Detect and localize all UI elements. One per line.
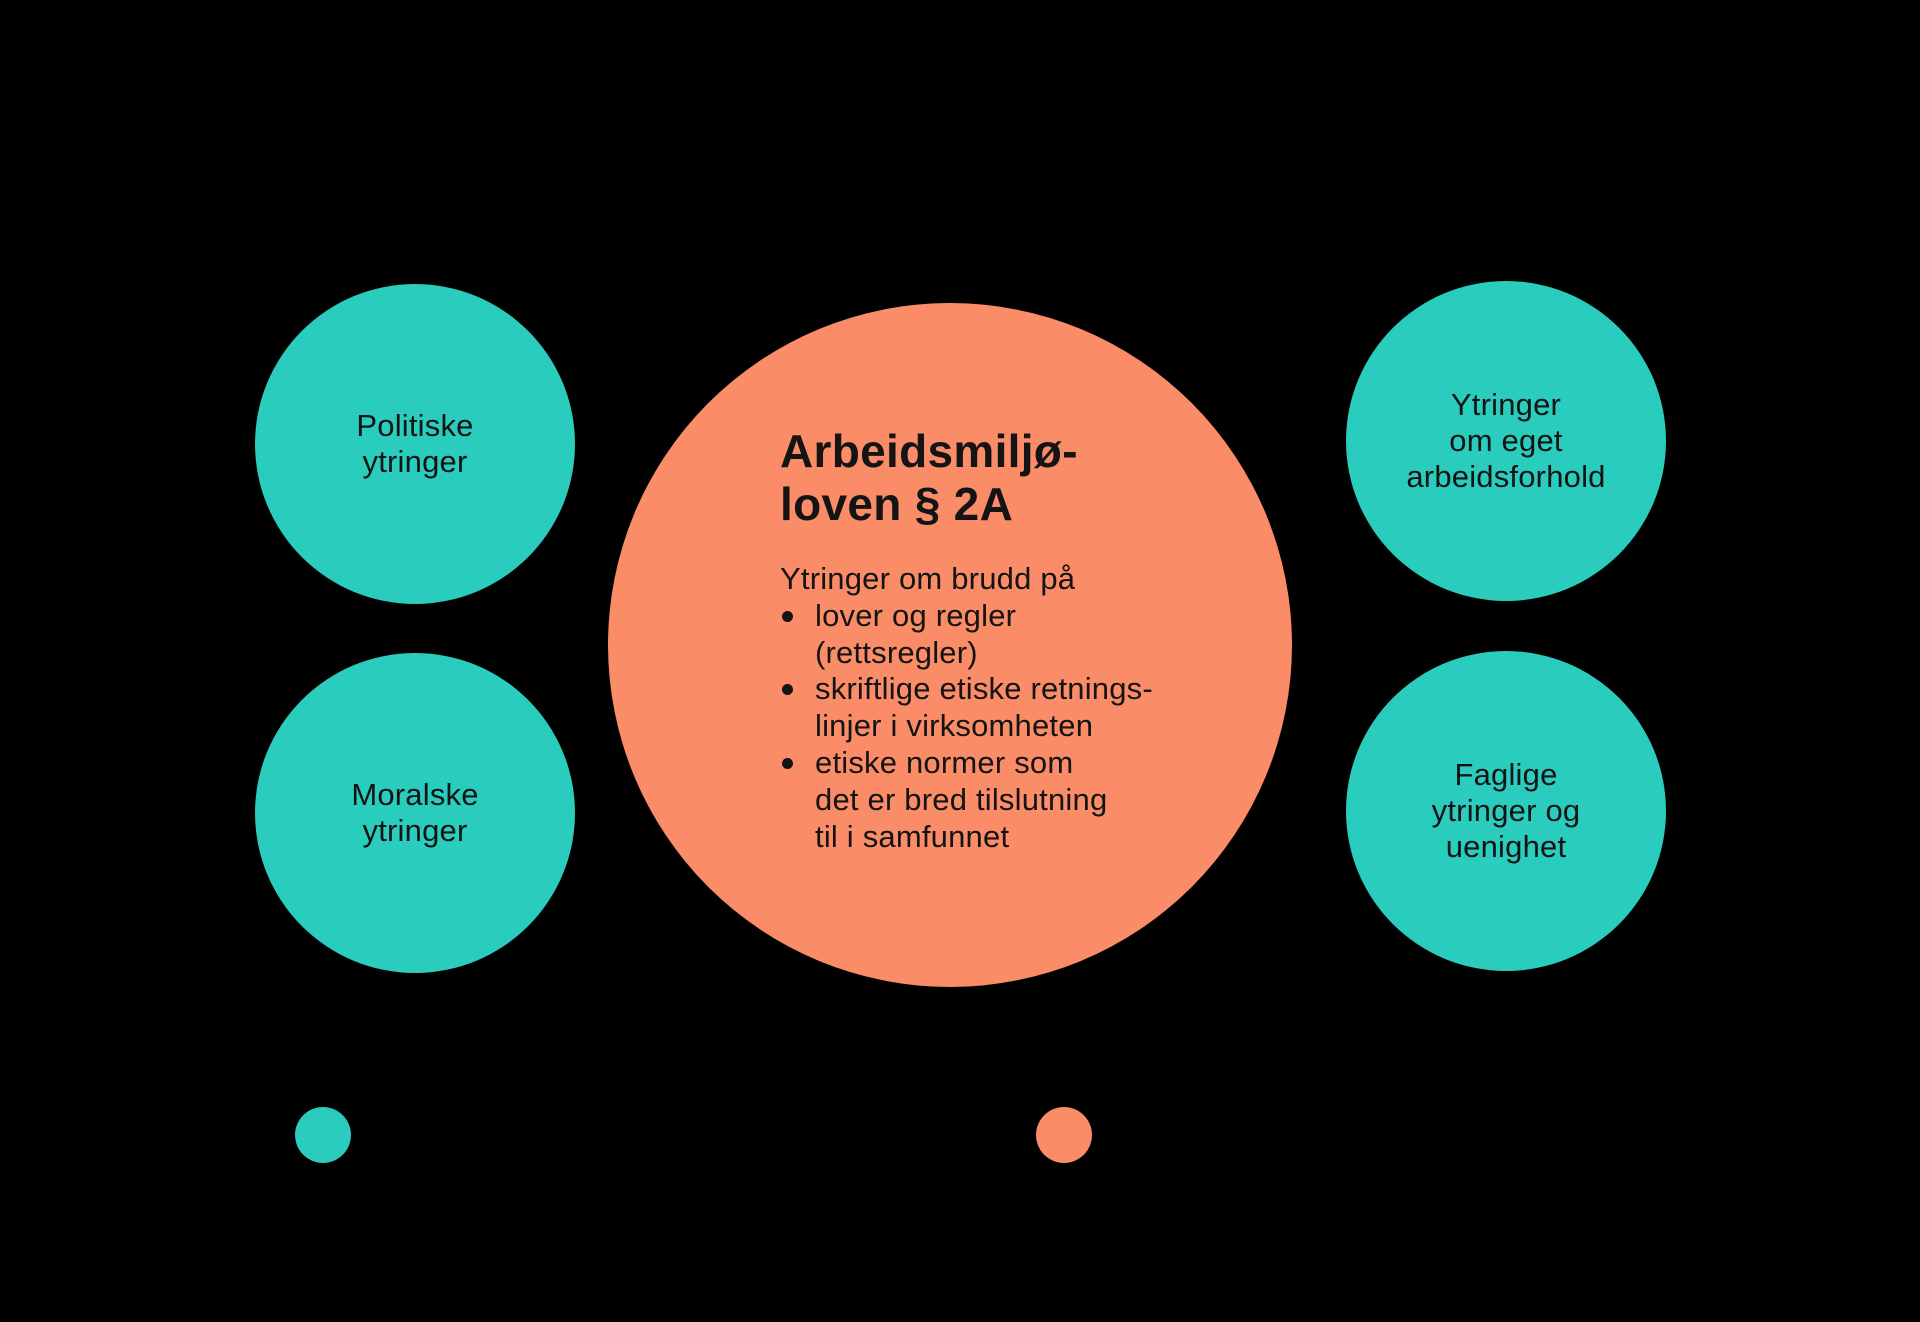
circle-faglige-ytringer-og-uenighet: Faglige ytringer og uenighet	[1346, 651, 1666, 971]
legend-dot-orange-icon	[1036, 1107, 1092, 1163]
circle-ytringer-om-eget-arbeidsforhold: Ytringer om eget arbeidsforhold	[1346, 281, 1666, 601]
bullet-icon	[782, 610, 793, 622]
main-circle-content: Arbeidsmiljø- loven § 2A Ytringer om bru…	[780, 425, 1180, 856]
main-circle-title: Arbeidsmiljø- loven § 2A	[780, 425, 1078, 530]
bullet-icon	[782, 684, 793, 696]
circle-arbeidsmiljoloven-2a: Arbeidsmiljø- loven § 2A Ytringer om bru…	[608, 303, 1292, 987]
legend-dot-teal-icon	[295, 1107, 351, 1163]
circle-politiske-ytringer: Politiske ytringer	[255, 284, 575, 604]
circle-label-moralske: Moralske ytringer	[351, 777, 479, 848]
circle-label-politiske: Politiske ytringer	[356, 408, 474, 479]
bullet-text: lover og regler (rettsregler)	[815, 597, 1017, 670]
circle-label-eget-arbeidsforhold: Ytringer om eget arbeidsforhold	[1406, 387, 1606, 494]
circle-label-faglige: Faglige ytringer og uenighet	[1431, 757, 1581, 864]
circle-moralske-ytringer: Moralske ytringer	[255, 653, 575, 973]
bullet-icon	[782, 758, 793, 770]
main-circle-intro: Ytringer om brudd på	[780, 560, 1076, 596]
bullet-item: skriftlige etiske retnings- linjer i vir…	[780, 671, 1180, 745]
bullet-text: etiske normer som det er bred tilslutnin…	[815, 745, 1108, 854]
bullet-item: etiske normer som det er bred tilslutnin…	[780, 745, 1180, 856]
main-circle-bullet-list: lover og regler (rettsregler) skriftlige…	[780, 598, 1180, 856]
bullet-text: skriftlige etiske retnings- linjer i vir…	[815, 671, 1153, 744]
bullet-item: lover og regler (rettsregler)	[780, 598, 1180, 672]
